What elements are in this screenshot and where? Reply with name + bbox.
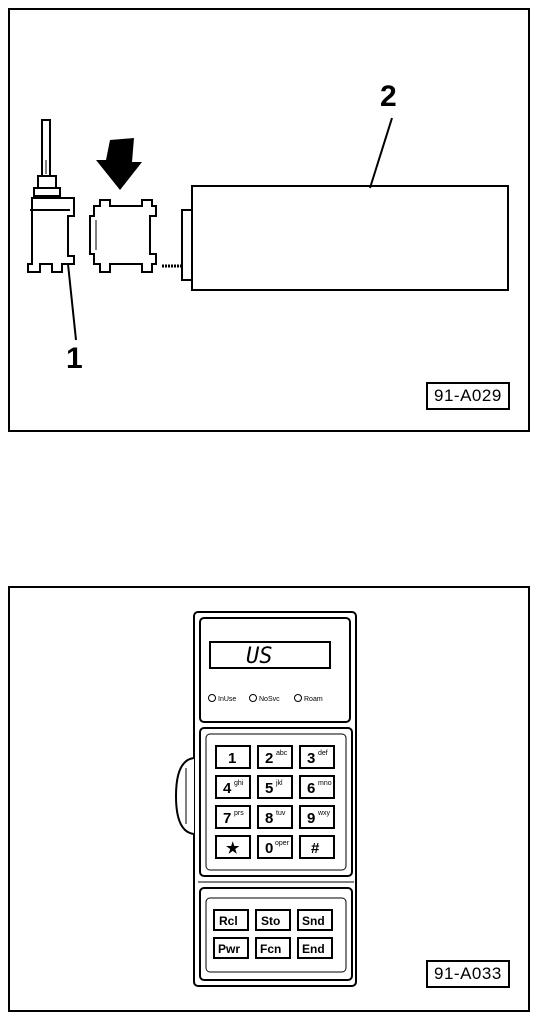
leader-line-1 [67, 263, 77, 341]
svg-text:5: 5 [265, 780, 273, 797]
key-rcl[interactable]: Rcl [213, 909, 249, 931]
handset-illustration: US InUse NoSvc Roam 1 2 abc 3 [174, 611, 357, 987]
indicator-led-nosvc [249, 694, 257, 702]
callout-1: 1 [66, 342, 83, 375]
svg-text:7: 7 [223, 810, 231, 827]
numeric-keypad: 1 2 abc 3 def 4 ghi 5 jkl [215, 745, 335, 859]
key-fcn[interactable]: Fcn [255, 937, 291, 959]
leader-line-2 [369, 117, 393, 189]
svg-text:End: End [302, 942, 325, 956]
key-pwr[interactable]: Pwr [213, 937, 249, 959]
svg-text:Fcn: Fcn [260, 942, 281, 956]
insertion-arrow [96, 138, 142, 190]
svg-text:prs: prs [234, 810, 244, 817]
svg-text:abc: abc [276, 750, 288, 757]
function-keypad: Rcl Sto Snd Pwr Fcn End [213, 909, 333, 959]
key-5[interactable]: 5 jkl [257, 775, 293, 799]
key-snd[interactable]: Snd [297, 909, 333, 931]
svg-text:Sto: Sto [261, 914, 280, 928]
svg-text:#: # [311, 840, 320, 857]
key-8[interactable]: 8 tuv [257, 805, 293, 829]
callout-2: 2 [380, 80, 397, 113]
key-0[interactable]: 0 oper [257, 835, 293, 859]
svg-text:mno: mno [318, 780, 332, 787]
svg-text:tuv: tuv [276, 810, 286, 817]
indicator-label-roam: Roam [304, 696, 323, 703]
svg-text:6: 6 [307, 780, 315, 797]
svg-text:4: 4 [223, 780, 232, 797]
indicator-led-inuse [208, 694, 216, 702]
adapter-piece [89, 199, 157, 273]
svg-text:0: 0 [265, 840, 273, 857]
svg-text:Snd: Snd [302, 914, 325, 928]
status-indicators [208, 694, 302, 702]
diagnostic-plug [27, 119, 75, 273]
svg-text:Pwr: Pwr [218, 942, 240, 956]
key-end[interactable]: End [297, 937, 333, 959]
key-2[interactable]: 2 abc [257, 745, 293, 769]
svg-text:jkl: jkl [275, 780, 283, 787]
key-7[interactable]: 7 prs [215, 805, 251, 829]
svg-text:Rcl: Rcl [219, 914, 238, 928]
svg-text:def: def [318, 750, 328, 757]
key-1[interactable]: 1 [215, 745, 251, 769]
svg-text:wxy: wxy [317, 810, 331, 817]
key-star[interactable]: ★ [215, 835, 251, 859]
key-3[interactable]: 3 def [299, 745, 335, 769]
figure-reference: 91-A029 [426, 382, 510, 410]
key-6[interactable]: 6 mno [299, 775, 335, 799]
svg-text:ghi: ghi [234, 780, 244, 787]
figure-panel-connector: 1 2 91-A029 [8, 8, 530, 432]
display-text: US [246, 644, 273, 669]
indicator-label-nosvc: NoSvc [259, 696, 280, 703]
svg-text:9: 9 [307, 810, 315, 827]
key-9[interactable]: 9 wxy [299, 805, 335, 829]
svg-text:8: 8 [265, 810, 273, 827]
figure-panel-handset: US InUse NoSvc Roam 1 2 abc 3 [8, 586, 530, 1012]
svg-text:1: 1 [228, 750, 236, 767]
key-hash[interactable]: # [299, 835, 335, 859]
connector-illustration [27, 117, 509, 341]
svg-text:★: ★ [226, 840, 240, 857]
key-4[interactable]: 4 ghi [215, 775, 251, 799]
figure-reference: 91-A033 [426, 960, 510, 988]
lcd-display: US [209, 641, 331, 669]
indicator-label-inuse: InUse [218, 696, 236, 703]
svg-text:2: 2 [265, 750, 273, 767]
svg-text:3: 3 [307, 750, 315, 767]
svg-text:oper: oper [275, 840, 290, 847]
indicator-led-roam [294, 694, 302, 702]
key-sto[interactable]: Sto [255, 909, 291, 931]
control-unit-housing [162, 185, 509, 291]
